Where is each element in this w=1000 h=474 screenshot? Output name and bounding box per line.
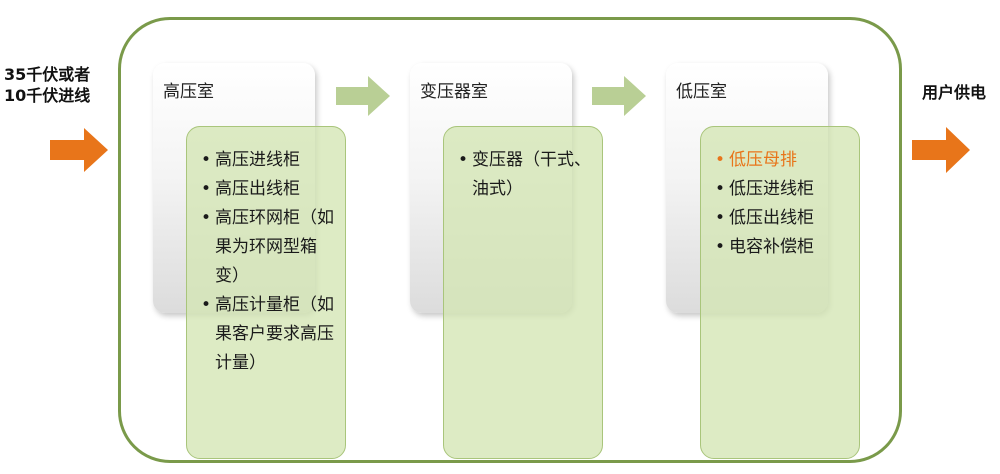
equipment-item: 高压环网柜（如果为环网型箱变） [199, 204, 337, 291]
equipment-item: 变压器（干式、油式） [456, 146, 594, 204]
equipment-item: 高压出线柜 [199, 175, 337, 204]
equipment-item: 低压进线柜 [713, 175, 851, 204]
equipment-panel-transformer: 变压器（干式、油式） [443, 126, 603, 459]
equipment-item: 高压进线柜 [199, 146, 337, 175]
equipment-item: 电容补偿柜 [713, 233, 851, 262]
equipment-panel-high-voltage: 高压进线柜 高压出线柜 高压环网柜（如果为环网型箱变） 高压计量柜（如果客户要求… [186, 126, 346, 459]
input-arrow-icon [50, 128, 110, 172]
flow-arrow-icon [592, 76, 648, 116]
output-label: 用户供电 [922, 83, 987, 102]
equipment-item: 低压出线柜 [713, 204, 851, 233]
equipment-item-highlight: 低压母排 [713, 146, 851, 175]
equipment-panel-low-voltage: 低压母排 低压进线柜 低压出线柜 电容补偿柜 [700, 126, 860, 459]
room-title: 低压室 [676, 82, 727, 102]
flow-arrow-icon [336, 76, 392, 116]
input-label: 35千伏或者 10千伏进线 [4, 65, 91, 105]
room-title: 变压器室 [420, 82, 488, 102]
equipment-item: 高压计量柜（如果客户要求高压计量） [199, 291, 337, 378]
output-arrow-icon [912, 127, 972, 173]
room-title: 高压室 [163, 82, 214, 102]
